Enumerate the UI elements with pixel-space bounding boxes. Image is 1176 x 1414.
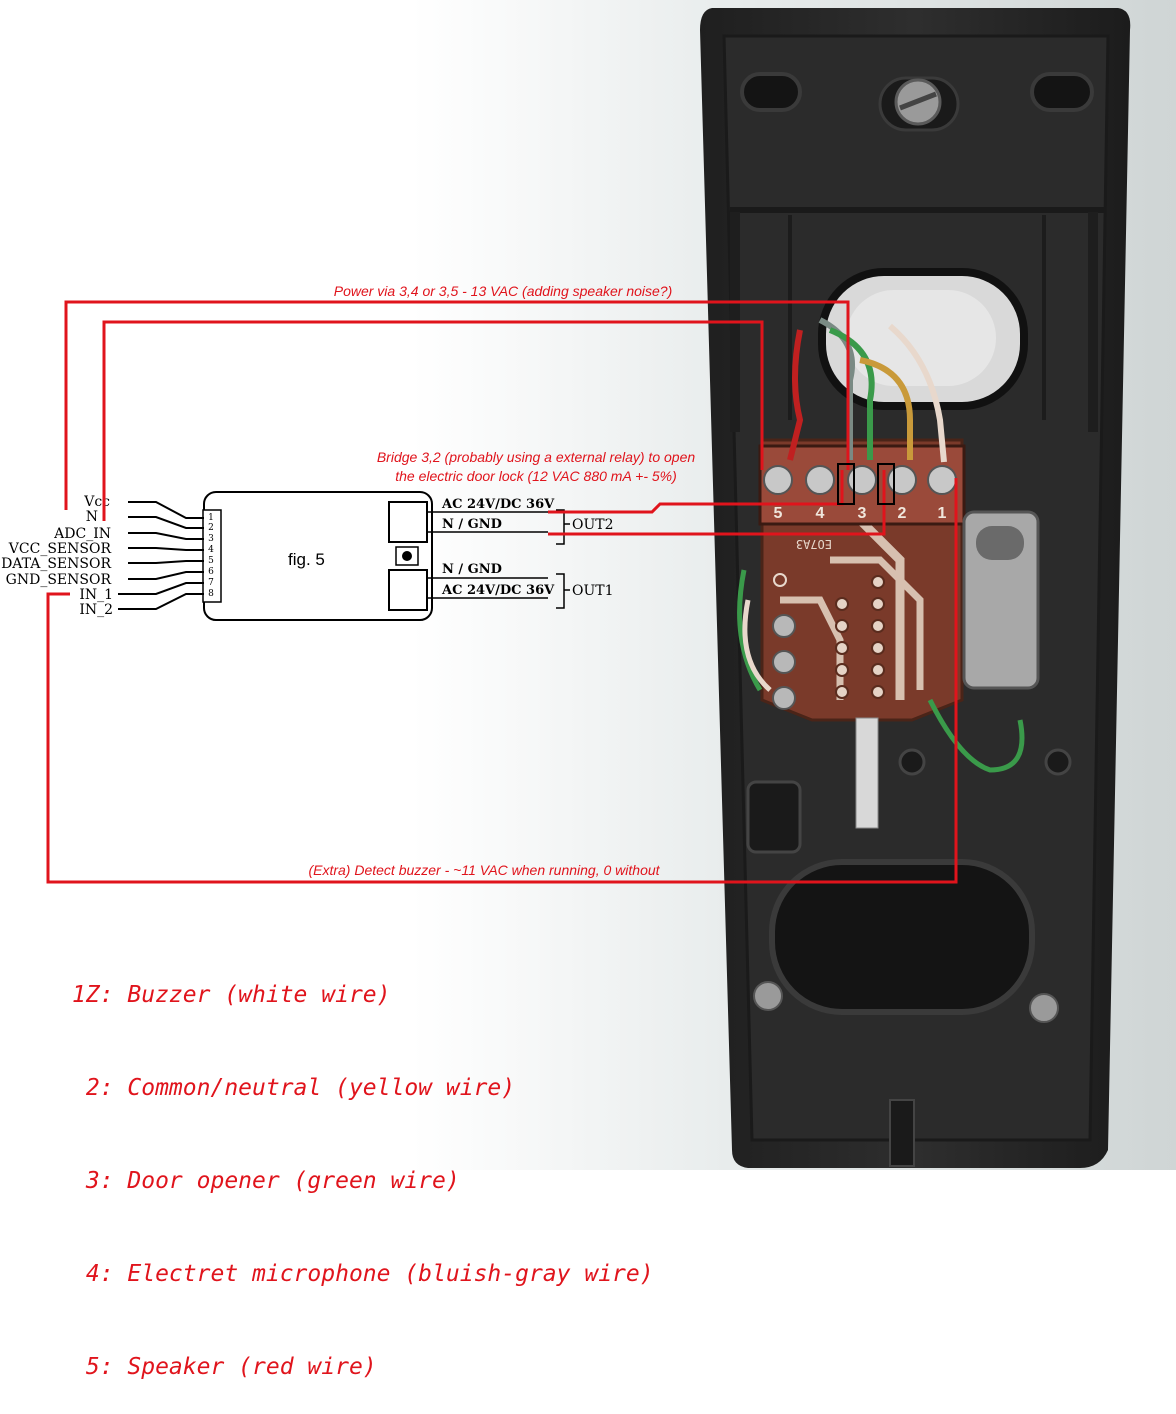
wire-yellow [859, 357, 913, 460]
pin-label-n: N [86, 509, 98, 525]
out1-line1: N / GND [442, 562, 502, 577]
pin-label-adc-in: ADC_IN [53, 526, 111, 542]
out1-label: OUT1 [572, 583, 614, 599]
terminal-number-2: 2 [898, 505, 907, 522]
wire-n-to-terminal-5 [102, 320, 764, 521]
annotation-texts: Power via 3,4 or 3,5 - 13 VAC (adding sp… [308, 283, 695, 878]
pin-number: 4 [208, 545, 214, 555]
output-leader-lines [427, 509, 570, 609]
legend-item-common: 2: Common/neutral (yellow wire) [72, 1075, 516, 1101]
wire-red [787, 329, 804, 461]
wire-out2-to-terminal-3 [548, 470, 844, 514]
terminal-number-5: 5 [774, 505, 783, 522]
out2-label: OUT2 [572, 517, 614, 533]
pin-numbers: 1 2 3 4 5 6 7 8 [208, 513, 214, 599]
side-terminal-screws [772, 614, 796, 710]
out2-line1: AC 24V/DC 36V [441, 497, 555, 512]
pcb-marking: EO7A3 [796, 537, 832, 551]
wire-vcc-to-terminal-3 [64, 300, 850, 510]
terminal-number-3: 3 [858, 505, 867, 522]
pin-number: 2 [208, 523, 214, 533]
button-recess [769, 859, 1035, 1015]
pin-leader-lines [118, 501, 204, 610]
pin-label-data-sensor: DATA_SENSOR [1, 556, 111, 572]
pin-label-vcc-sensor: VCC_SENSOR [8, 541, 112, 557]
terminal-number-1: 1 [938, 505, 947, 522]
door-phone-photo: EO7A3 5 4 3 2 1 [700, 8, 1131, 1168]
annotation-bridge-line1: Bridge 3,2 (probably using a external re… [377, 449, 696, 465]
legend-item-microphone: 4: Electret microphone (bluish-gray wire… [72, 1261, 654, 1287]
pin-label-vcc: Vcc [83, 494, 110, 510]
wifi-module-diagram: fig. 5 1 2 3 4 5 6 7 8 Vcc N A [1, 491, 614, 621]
figure-label: fig. 5 [288, 550, 325, 569]
out1-connector [388, 569, 428, 611]
mounting-slot-left [740, 72, 802, 112]
wire-out2-to-terminal-2 [548, 470, 886, 536]
pin-label-in-2: IN_2 [79, 602, 113, 618]
annotation-bridge-line2: the electric door lock (12 VAC 880 mA +-… [395, 468, 677, 484]
pin-label-gnd-sensor: GND_SENSOR [6, 572, 112, 588]
pin-header [202, 509, 222, 603]
out2-line2: N / GND [442, 517, 502, 532]
out2-connector [388, 501, 428, 543]
pin-number: 3 [208, 534, 214, 544]
pin-number: 6 [208, 567, 214, 577]
legend-item-speaker: 5: Speaker (red wire) [72, 1354, 377, 1380]
wire-color-legend: 1Z: Buzzer (white wire) 2: Common/neutra… [72, 918, 654, 1414]
mounting-slot-right [1030, 72, 1094, 112]
annotation-wires [46, 300, 958, 884]
flat-cable [855, 717, 879, 829]
screw-icon [753, 981, 783, 1011]
pin-number: 1 [208, 513, 214, 523]
wire-white [888, 323, 947, 463]
wire-in1-to-terminal-1 [46, 478, 958, 884]
out1-line2: AC 24V/DC 36V [441, 583, 555, 598]
terminal-number-4: 4 [816, 505, 825, 522]
screw-icon [1029, 993, 1059, 1023]
annotation-buzzer: (Extra) Detect buzzer - ~11 VAC when run… [308, 862, 660, 878]
terminal-screws [763, 465, 957, 495]
door-phone-wiring-diagram: EO7A3 5 4 3 2 1 [0, 0, 1176, 1170]
legend-item-door-opener: 3: Door opener (green wire) [72, 1168, 460, 1194]
pin-number: 5 [208, 556, 214, 566]
pin-number: 8 [208, 589, 214, 599]
pin-number: 7 [208, 578, 214, 588]
annotation-power: Power via 3,4 or 3,5 - 13 VAC (adding sp… [334, 283, 673, 299]
legend-item-buzzer: 1Z: Buzzer (white wire) [72, 982, 391, 1008]
pin-label-in-1: IN_1 [79, 587, 113, 603]
